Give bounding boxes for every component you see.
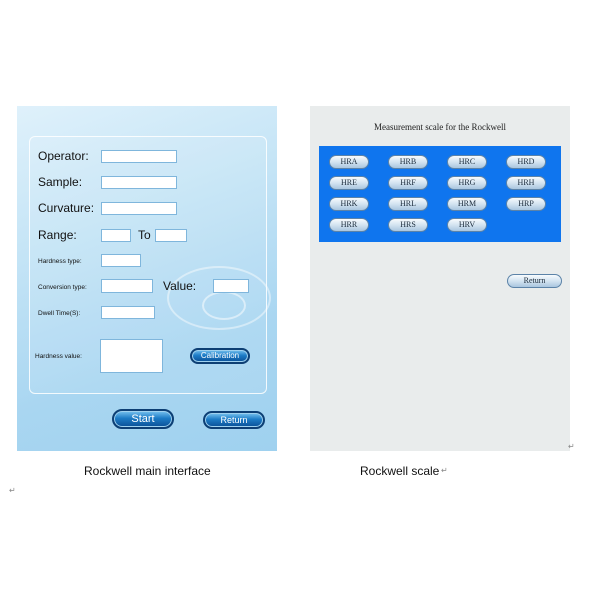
range-label: Range:	[38, 228, 77, 242]
hardness-value-label: Hardness value:	[35, 353, 82, 360]
value-label: Value:	[163, 279, 197, 293]
curvature-input[interactable]	[101, 202, 177, 215]
paragraph-mark-icon: ↵	[441, 466, 448, 475]
scale-button-hrc[interactable]: HRC	[447, 155, 487, 169]
rockwell-main-interface: Operator: Sample: Curvature: Range: To H…	[17, 106, 277, 451]
dwell-time-label: Dwell Time(S):	[38, 310, 81, 317]
scale-button-hrv[interactable]: HRV	[447, 218, 487, 232]
caption-scale: Rockwell scale	[360, 464, 440, 478]
operator-label: Operator:	[38, 149, 89, 163]
scale-button-hrg[interactable]: HRG	[447, 176, 487, 190]
paragraph-mark-icon: ↵	[568, 442, 575, 451]
scale-button-hrh[interactable]: HRH	[506, 176, 546, 190]
scale-button-hrd[interactable]: HRD	[506, 155, 546, 169]
value-input[interactable]	[213, 279, 249, 293]
scale-button-hre[interactable]: HRE	[329, 176, 369, 190]
sample-label: Sample:	[38, 175, 83, 189]
scale-return-button[interactable]: Return	[507, 274, 562, 288]
start-button[interactable]: Start	[112, 409, 174, 429]
scale-title: Measurement scale for the Rockwell	[374, 122, 506, 132]
range-from-input[interactable]	[101, 229, 131, 242]
scale-button-hrk[interactable]: HRK	[329, 197, 369, 211]
caption-main-interface: Rockwell main interface	[84, 464, 211, 478]
scale-button-hrb[interactable]: HRB	[388, 155, 428, 169]
scale-button-hrr[interactable]: HRR	[329, 218, 369, 232]
paragraph-mark-icon: ↵	[9, 486, 16, 495]
scale-button-hrf[interactable]: HRF	[388, 176, 428, 190]
range-to-input[interactable]	[155, 229, 187, 242]
sample-input[interactable]	[101, 176, 177, 189]
hardness-value-display	[100, 339, 163, 373]
scale-button-hra[interactable]: HRA	[329, 155, 369, 169]
conversion-type-input[interactable]	[101, 279, 153, 293]
operator-input[interactable]	[101, 150, 177, 163]
curvature-label: Curvature:	[38, 201, 95, 215]
scale-button-grid: HRA HRB HRC HRD HRE HRF HRG HRH HRK HRL HRM HRP HRR H…	[319, 146, 561, 242]
scale-button-hrp[interactable]: HRP	[506, 197, 546, 211]
hardness-type-input[interactable]	[101, 254, 141, 267]
scale-button-hrm[interactable]: HRM	[447, 197, 487, 211]
range-to-label: To	[138, 228, 151, 242]
conversion-type-label: Conversion type:	[38, 284, 87, 291]
scale-button-hrl[interactable]: HRL	[388, 197, 428, 211]
return-button[interactable]: Return	[203, 411, 265, 429]
decorative-swirl	[167, 266, 271, 330]
dwell-time-input[interactable]	[101, 306, 155, 319]
hardness-type-label: Hardness type:	[38, 258, 82, 265]
scale-button-hrs[interactable]: HRS	[388, 218, 428, 232]
calibration-button[interactable]: Calibration	[190, 348, 250, 364]
